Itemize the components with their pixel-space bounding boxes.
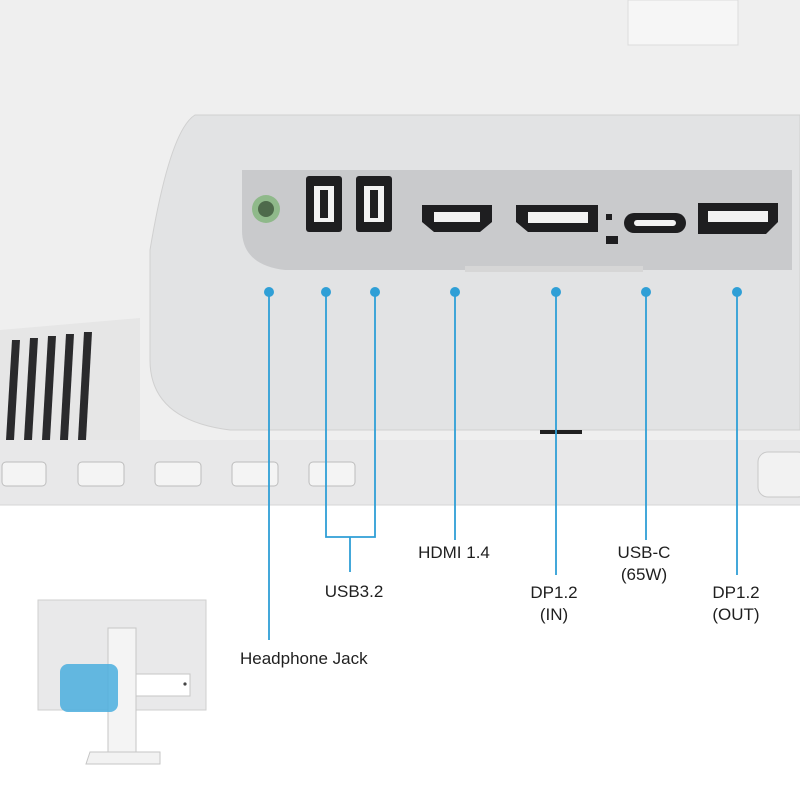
hdmi-port-icon — [422, 205, 492, 232]
label-usbc-line2: (65W) — [621, 565, 667, 584]
stand-edge — [757, 451, 800, 498]
port-labels: Headphone Jack USB3.2 HDMI 1.4 DP1.2 (IN… — [240, 543, 760, 668]
callout-lines — [268, 292, 738, 640]
port-separator-icon — [606, 214, 618, 244]
control-buttons — [1, 461, 356, 487]
label-usb: USB3.2 — [325, 582, 384, 601]
label-dp-out-line2: (OUT) — [712, 605, 759, 624]
usb-c-port-icon — [624, 213, 686, 233]
displayport-icon — [698, 203, 778, 234]
label-dp-out-line1: DP1.2 — [712, 583, 759, 602]
usb-a-port-icon — [306, 176, 342, 232]
label-headphone-jack: Headphone Jack — [240, 649, 368, 668]
vent-slots — [6, 332, 92, 440]
headphone-jack-icon — [252, 195, 280, 223]
label-dp-in-line2: (IN) — [540, 605, 568, 624]
label-usbc-line1: USB-C — [618, 543, 671, 562]
label-hdmi: HDMI 1.4 — [418, 543, 490, 562]
indicator-slot — [540, 430, 582, 434]
callout-dots — [264, 287, 742, 297]
label-dp-in-line1: DP1.2 — [530, 583, 577, 602]
monitor-thumbnail-icon — [37, 599, 207, 765]
usb-a-port-icon — [356, 176, 392, 232]
displayport-icon — [516, 205, 598, 232]
